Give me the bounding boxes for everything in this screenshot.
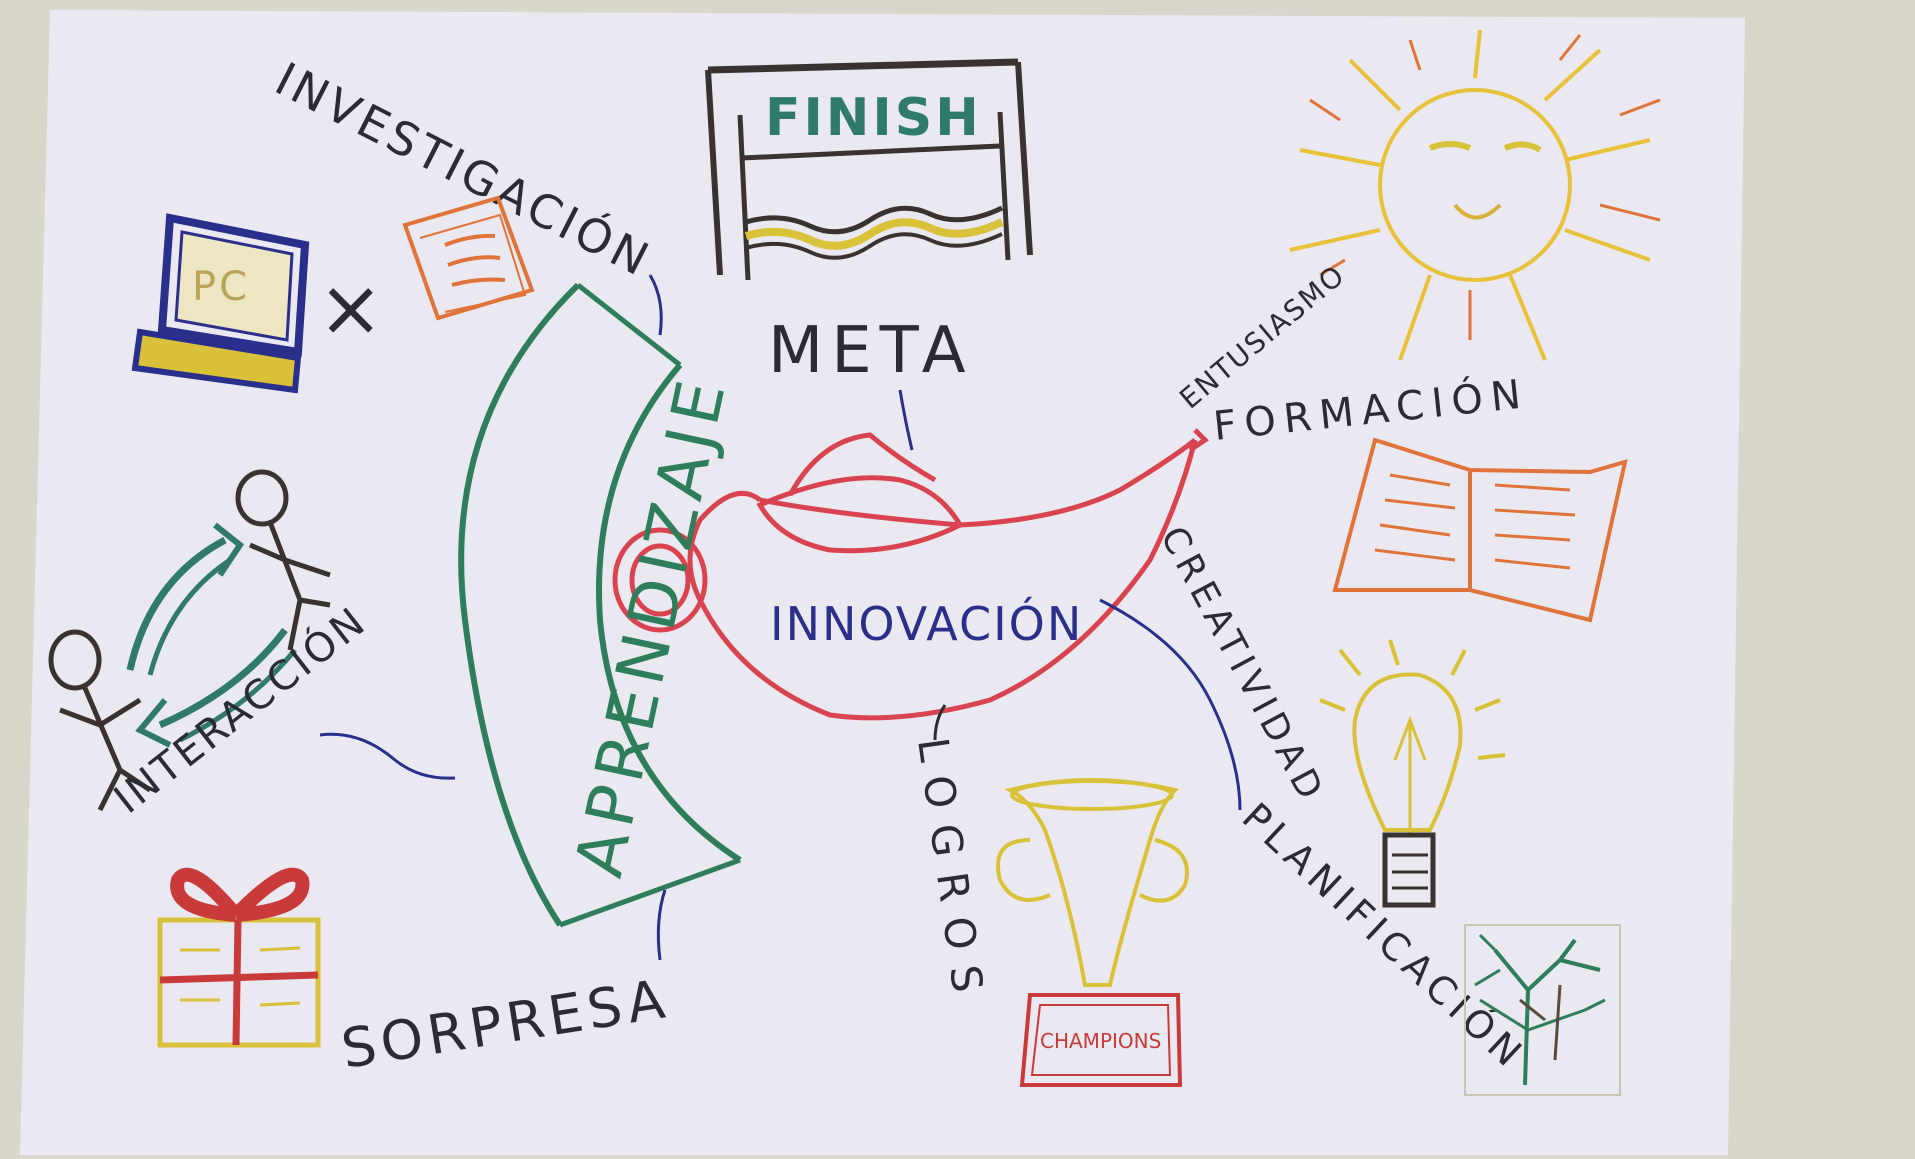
computer-icon: PC	[131, 213, 310, 394]
tree-icon	[1464, 924, 1621, 1096]
investigacion-connector	[648, 274, 663, 336]
trophy-icon: CHAMPIONS	[996, 778, 1189, 1087]
meta-label: META	[768, 314, 974, 388]
finish-label: FINISH	[765, 88, 982, 148]
paper-sheet	[20, 10, 1745, 1155]
planificacion-connector	[1099, 598, 1242, 811]
pc-label: PC	[192, 264, 250, 310]
light-bulb-icon	[1319, 639, 1506, 908]
logros-connector	[933, 704, 947, 741]
innovacion-label: INNOVACIÓN	[770, 597, 1083, 651]
gift-box-icon	[157, 867, 321, 1048]
plus-sign: ×	[318, 264, 386, 354]
finish-line-drawing: FINISH	[705, 58, 1033, 281]
magic-lamp-drawing	[612, 428, 1209, 721]
document-icon	[402, 195, 535, 321]
champions-label: CHAMPIONS	[1040, 1029, 1161, 1053]
open-book-icon	[1332, 437, 1628, 623]
sorpresa-connector	[656, 889, 667, 961]
smiling-sun-drawing	[1289, 29, 1661, 361]
people-interaction-drawing	[48, 469, 331, 812]
interaccion-connector	[319, 732, 456, 780]
meta-connector	[898, 389, 914, 451]
